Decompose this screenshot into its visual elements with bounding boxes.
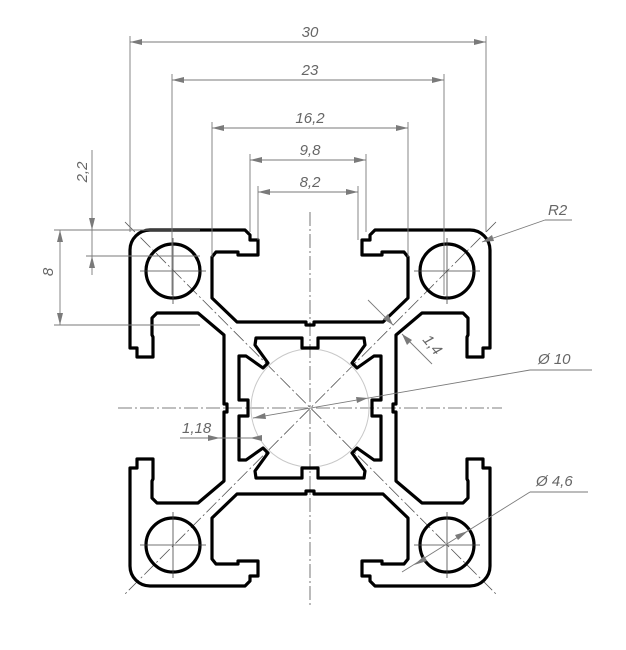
dimension-2-2: 2,2: [74, 150, 200, 275]
dimension-1-4: 1,4: [367, 299, 445, 365]
dimension-r2: R2: [481, 202, 572, 243]
dimension-30: 30: [129, 24, 487, 232]
dimension-9-8: 9,8: [249, 142, 367, 232]
dimension-label: Ø 10: [537, 351, 571, 368]
dimension-8-2: 8,2: [257, 174, 359, 240]
dimension-label: R2: [548, 202, 568, 219]
dimension-label: 8,2: [300, 174, 322, 191]
dimension-label: 8: [40, 267, 57, 276]
dimension-8: 8: [40, 229, 200, 326]
dimension-label: Ø 4,6: [535, 473, 573, 490]
dimension-label: 23: [301, 62, 319, 79]
dimension-1-18: 1,18: [180, 420, 262, 441]
dimension-label: 16,2: [295, 110, 325, 127]
dimension-hole-diameter: Ø 4,6: [401, 473, 588, 573]
dimension-23: 23: [171, 62, 445, 295]
dimension-label: 2,2: [74, 161, 91, 184]
dimension-core-diameter: Ø 10: [252, 351, 592, 419]
dimension-label: 1,18: [182, 420, 212, 437]
dimension-label: 9,8: [300, 142, 322, 159]
dimension-16-2: 16,2: [211, 110, 409, 257]
dimension-label: 30: [302, 24, 319, 41]
